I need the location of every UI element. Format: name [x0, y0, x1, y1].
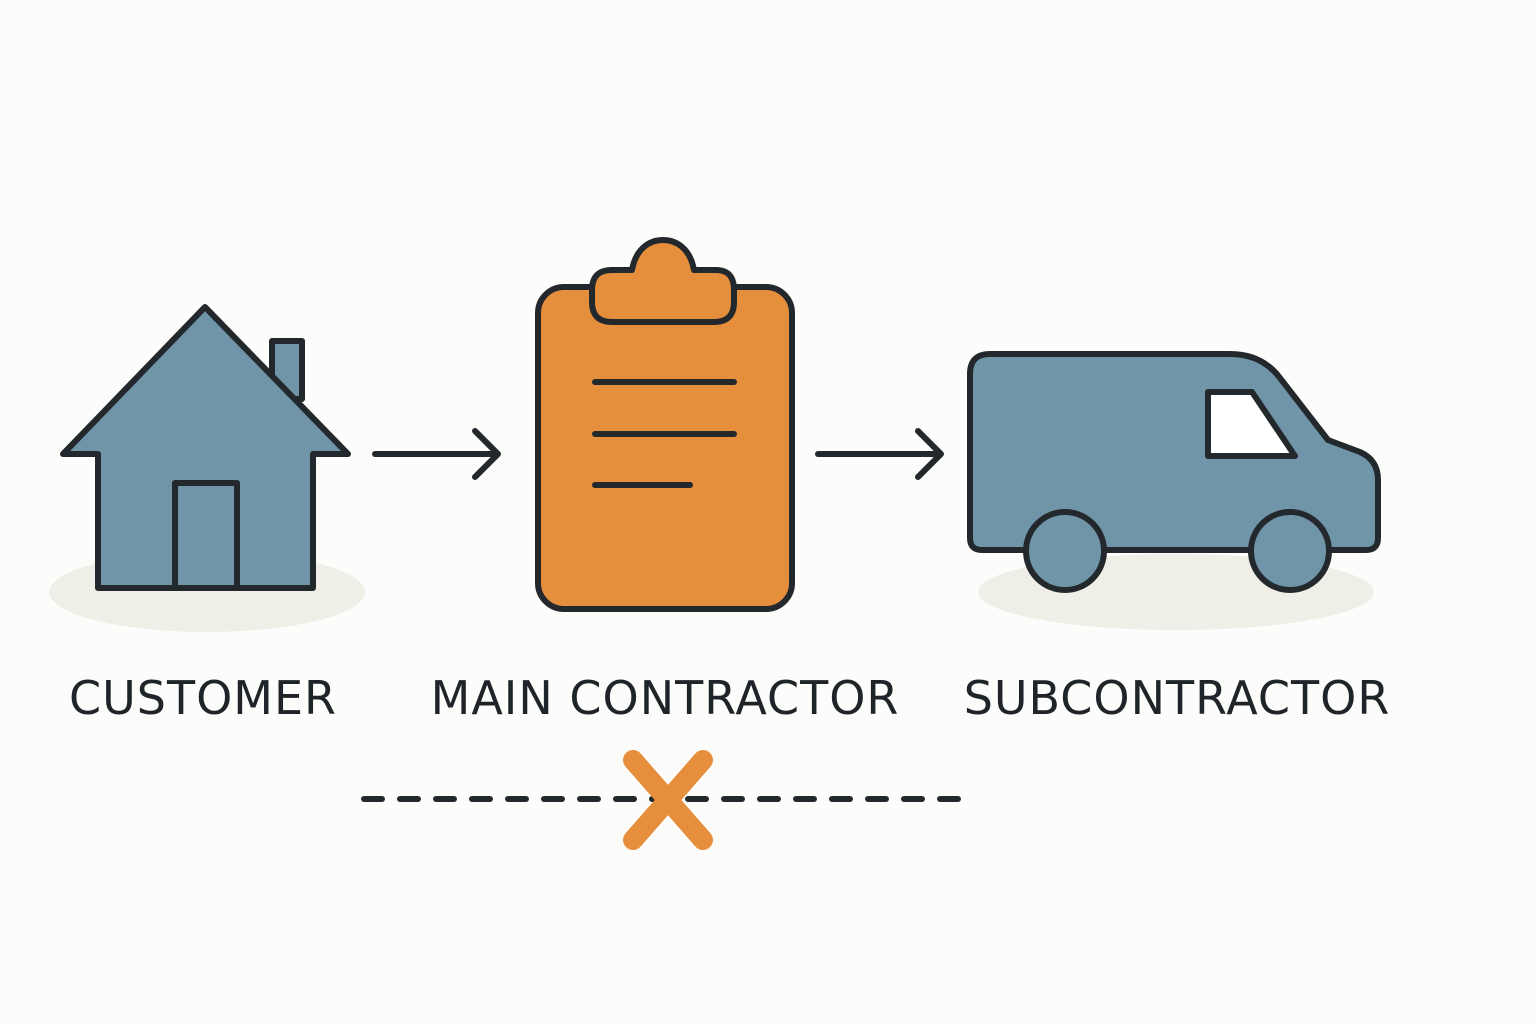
clipboard-clip — [589, 237, 737, 325]
van-body — [967, 351, 1381, 553]
arrow-head — [915, 428, 944, 480]
house-icon — [60, 304, 351, 591]
van-window — [1205, 389, 1298, 459]
arrow-head — [472, 428, 501, 480]
x-icon — [623, 750, 713, 850]
clipboard-board — [535, 284, 795, 612]
subcontractor-node: SUBCONTRACTOR — [964, 351, 1391, 725]
customer-node: CUSTOMER — [49, 304, 365, 725]
arrow-customer-to-main — [372, 428, 501, 480]
house-door — [172, 480, 240, 591]
van-rear-wheel — [1248, 509, 1332, 593]
clipboard-icon — [535, 237, 795, 612]
arrow-main-to-subcontractor — [815, 428, 944, 480]
van-front-wheel — [1023, 509, 1107, 593]
customer-label: CUSTOMER — [69, 671, 337, 725]
main-contractor-label: MAIN CONTRACTOR — [431, 671, 900, 725]
van-icon — [967, 351, 1381, 593]
blocked-connection — [361, 750, 978, 850]
main-contractor-node: MAIN CONTRACTOR — [431, 237, 900, 725]
house-body — [60, 304, 351, 591]
subcontractor-label: SUBCONTRACTOR — [964, 671, 1391, 725]
